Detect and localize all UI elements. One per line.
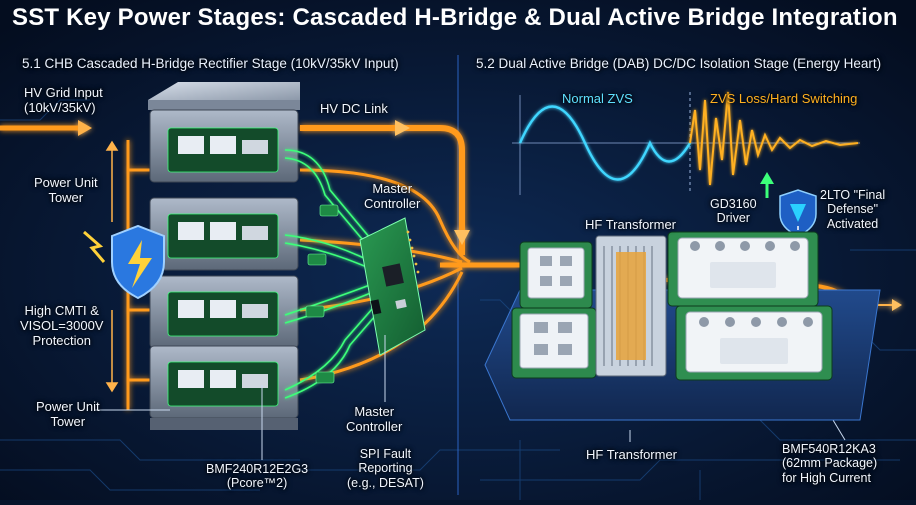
signal-paths bbox=[284, 149, 383, 399]
lightning-shield-icon bbox=[83, 224, 165, 300]
right-power-modules bbox=[667, 231, 833, 381]
protection-label: High CMTI & VISOL=3000V Protection bbox=[20, 303, 104, 348]
power-unit-tower-label-bottom: Power Unit Tower bbox=[36, 399, 100, 429]
right-arrow-icon bbox=[78, 120, 92, 136]
power-module-2 bbox=[149, 197, 299, 271]
waveform-panel bbox=[512, 91, 860, 195]
power-module-3 bbox=[149, 275, 299, 349]
dab-section-heading: 5.2 Dual Active Bridge (DAB) DC/DC Isola… bbox=[476, 56, 882, 71]
hv-grid-input-label: HV Grid Input (10kV/35kV) bbox=[24, 85, 103, 115]
left-power-modules bbox=[511, 241, 597, 379]
data-tags bbox=[305, 204, 339, 384]
master-controller-board bbox=[359, 217, 426, 356]
power-unit-tower-label-top: Power Unit Tower bbox=[34, 175, 98, 205]
hv-dc-link-label: HV DC Link bbox=[320, 101, 388, 116]
final-defense-label: 2LTO "Final Defense" Activated bbox=[820, 188, 886, 231]
hf-transformer bbox=[595, 235, 667, 377]
master-controller-label-top: Master Controller bbox=[364, 181, 421, 211]
power-module-1 bbox=[149, 109, 299, 183]
gd3160-driver-label: GD3160 Driver bbox=[710, 197, 757, 226]
master-controller-label-bottom: Master Controller bbox=[346, 404, 403, 434]
zvs-loss-wave bbox=[689, 91, 859, 186]
normal-zvs-wave bbox=[518, 105, 692, 181]
power-unit-tower bbox=[148, 82, 300, 430]
hf-transformer-label-top: HF Transformer bbox=[585, 217, 677, 232]
tower-arrows bbox=[105, 140, 119, 393]
up-arrow-icon bbox=[760, 172, 774, 198]
left-right-arrow-icon bbox=[892, 299, 902, 311]
spi-fault-label: SPI Fault Reporting (e.g., DESAT) bbox=[347, 447, 424, 490]
hf-transformer-label-bottom: HF Transformer bbox=[586, 447, 678, 462]
bmf240-label: BMF240R12E2G3 (Pcore™2) bbox=[206, 462, 309, 491]
page-title: SST Key Power Stages: Cascaded H-Bridge … bbox=[12, 4, 898, 31]
power-module-4 bbox=[149, 345, 299, 419]
normal-zvs-label: Normal ZVS bbox=[562, 91, 633, 106]
bmf540-label: BMF540R12KA3 (62mm Package) for High Cur… bbox=[782, 442, 878, 485]
chb-section-heading: 5.1 CHB Cascaded H-Bridge Rectifier Stag… bbox=[22, 56, 399, 71]
zvs-loss-label: ZVS Loss/Hard Switching bbox=[710, 91, 858, 106]
